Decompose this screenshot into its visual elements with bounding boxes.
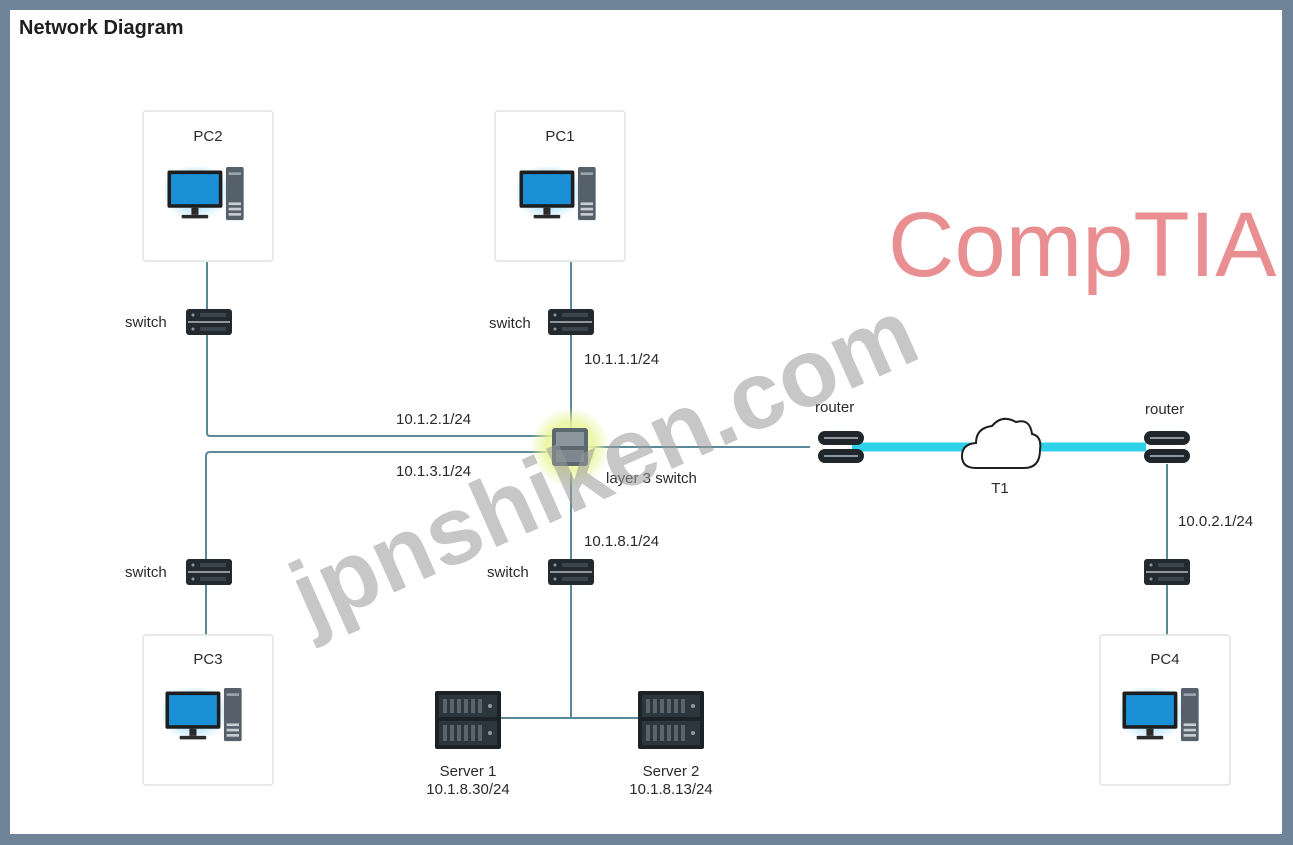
switch-pc3-label: switch [125,564,167,581]
network-diagram: Network Diagram PC2 PC1 PC3 P [19,17,1282,798]
switch-servers[interactable]: switch [487,559,594,585]
switch-pc4[interactable] [1144,559,1190,585]
router-right[interactable]: router [1144,401,1190,463]
server1-label: Server 1 [440,763,497,780]
l3-switch-label: layer 3 switch [606,470,697,487]
pc1-node[interactable]: PC1 [494,110,626,262]
cloud-icon[interactable] [960,417,1042,469]
switch-pc2[interactable]: switch [125,309,232,335]
server2-node[interactable]: Server 2 10.1.8.13/24 [629,691,713,798]
diagram-title: Network Diagram [19,17,184,39]
diagram-frame: Network Diagram PC2 PC1 PC3 P [10,10,1282,834]
switch-icon[interactable] [548,309,594,335]
pc4-label: PC4 [1150,651,1179,668]
computer-icon [1120,688,1199,742]
pc3-node[interactable]: PC3 [142,634,274,786]
pc2-gateway-label: 10.1.2.1/24 [396,411,471,428]
router-left-label: router [815,399,854,416]
pc1-label: PC1 [545,128,574,145]
switch-icon[interactable] [186,309,232,335]
switch-pc3[interactable]: switch [125,559,232,585]
wan-cloud[interactable]: T1 [960,417,1042,497]
brand-watermark: CompTIA. [888,194,1282,296]
server1-node[interactable]: Server 1 10.1.8.30/24 [426,691,510,798]
layer3-switch[interactable]: layer 3 switch [530,407,697,487]
switch-pc1-label: switch [489,315,531,332]
switch-icon[interactable] [186,559,232,585]
server1-ip: 10.1.8.30/24 [426,781,509,798]
server-gateway-label: 10.1.8.1/24 [584,533,659,550]
computer-icon [163,688,242,742]
server2-label: Server 2 [643,763,700,780]
router-right-label: router [1145,401,1184,418]
link-pc2-l3 [206,262,556,437]
pc3-gateway-label: 10.1.3.1/24 [396,463,471,480]
router-icon[interactable] [1144,431,1190,463]
server-icon[interactable] [638,691,704,749]
link-pc3-l3 [205,451,556,635]
pc2-label: PC2 [193,128,222,145]
site-watermark: jpnshiken.com [273,278,932,650]
router-left[interactable]: router [815,399,864,463]
computer-icon [517,167,596,221]
l3-switch-face [556,450,584,462]
server2-ip: 10.1.8.13/24 [629,781,712,798]
pc4-gateway-label: 10.0.2.1/24 [1178,513,1253,530]
switch-pc2-label: switch [125,314,167,331]
links [205,262,1168,719]
pc1-gateway-label: 10.1.1.1/24 [584,351,659,368]
server-icon[interactable] [435,691,501,749]
computer-icon [165,167,244,221]
switch-icon[interactable] [548,559,594,585]
pc3-label: PC3 [193,651,222,668]
wan-label: T1 [991,480,1009,497]
pc4-node[interactable]: PC4 [1099,634,1231,786]
l3-switch-face [556,432,584,446]
switch-servers-label: switch [487,564,529,581]
pc2-node[interactable]: PC2 [142,110,274,262]
switch-icon[interactable] [1144,559,1190,585]
switch-pc1[interactable]: switch [489,309,594,335]
